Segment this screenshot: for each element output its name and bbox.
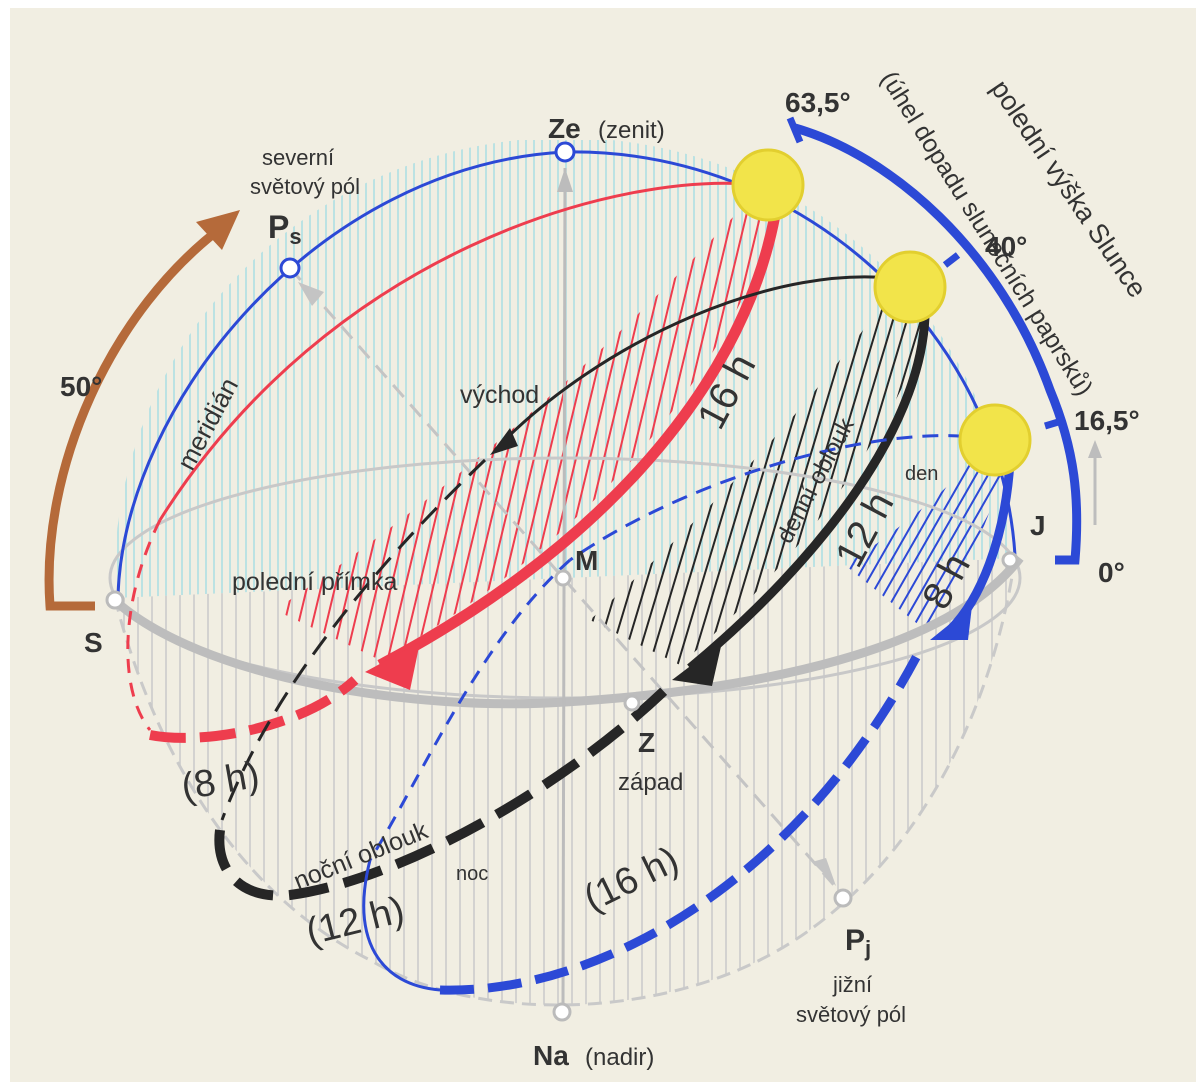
equinox-night-hours: (12 h) bbox=[302, 889, 408, 954]
summer-orbit-back bbox=[158, 181, 761, 521]
south-pole-sub: j bbox=[864, 936, 871, 961]
west-point bbox=[623, 694, 641, 712]
equinox-orbit-hidden bbox=[220, 458, 487, 821]
sun-winter bbox=[958, 403, 1032, 477]
scale-tick-16 bbox=[1043, 416, 1067, 430]
south-point-label: S bbox=[84, 627, 103, 658]
winter-night-arc bbox=[439, 647, 924, 995]
zenith-point bbox=[554, 141, 576, 163]
winter-orbit-hidden-lower bbox=[362, 859, 441, 992]
scale-tick-63 bbox=[786, 116, 804, 144]
scale-tick-40 bbox=[942, 252, 961, 268]
equinox-orbit-back bbox=[493, 275, 906, 452]
nadir-letter: Na bbox=[533, 1040, 569, 1071]
winter-orbit-back bbox=[569, 434, 991, 562]
summer-day-arc bbox=[377, 213, 781, 670]
west-word: západ bbox=[618, 769, 683, 796]
north-pole-point bbox=[279, 257, 301, 279]
center-label: M bbox=[575, 545, 598, 576]
north-pole-letter: Ps bbox=[268, 209, 302, 249]
celestial-axis bbox=[288, 267, 842, 893]
south-pole-line1: jižní bbox=[832, 972, 872, 997]
noon-line-label: polední přímka bbox=[232, 568, 397, 596]
south-direction-arrowhead bbox=[1088, 440, 1102, 458]
south-pole-arrowhead bbox=[812, 858, 836, 886]
angle-zero-label: 0° bbox=[1098, 557, 1125, 588]
east-label: východ bbox=[460, 381, 539, 409]
summer-day-band-hatch bbox=[275, 205, 780, 660]
zenith-axis-arrowhead bbox=[557, 168, 573, 192]
zenith-letter: Ze bbox=[548, 113, 581, 144]
night-word: noc bbox=[456, 863, 488, 885]
angle-min-label: 16,5° bbox=[1074, 405, 1140, 436]
south-pole-point bbox=[833, 888, 853, 908]
hatch-line bbox=[590, 300, 623, 665]
angle-max-label: 63,5° bbox=[785, 87, 851, 118]
day-word: den bbox=[905, 463, 938, 485]
south-dir-point bbox=[1001, 551, 1019, 569]
west-letter: Z bbox=[638, 727, 655, 758]
south-pole-letter: Pj bbox=[845, 924, 871, 961]
sun-summer bbox=[731, 148, 805, 222]
south-dir-label: J bbox=[1030, 510, 1046, 541]
latitude-arc bbox=[44, 221, 228, 611]
south-point-marker bbox=[105, 590, 125, 610]
north-pole-line2: světový pól bbox=[250, 174, 360, 199]
hatch-line bbox=[911, 445, 1010, 630]
celestial-axis-arrowhead bbox=[298, 282, 324, 306]
north-pole-line1: severní bbox=[262, 145, 334, 170]
summer-orbit-hidden bbox=[126, 519, 162, 731]
noon-altitude-scale bbox=[793, 123, 1082, 565]
summer-arc-arrowhead bbox=[365, 642, 420, 690]
south-pole-line2: světový pól bbox=[796, 1002, 906, 1027]
summer-night-arc bbox=[149, 676, 359, 743]
center-point bbox=[554, 569, 572, 587]
nadir-point bbox=[552, 1002, 572, 1022]
latitude-label: 50° bbox=[60, 371, 102, 402]
latitude-arrowhead bbox=[196, 210, 240, 250]
north-pole-sub: s bbox=[289, 224, 301, 249]
winter-arc-arrowhead bbox=[930, 606, 972, 640]
zenith-word: (zenit) bbox=[598, 117, 665, 144]
angle-mid-label: 40° bbox=[985, 231, 1027, 262]
winter-night-hours: (16 h) bbox=[578, 839, 686, 920]
sun-equinox bbox=[873, 250, 947, 324]
noon-altitude-sub: (úhel dopadu slunečních paprsků) bbox=[875, 66, 1098, 400]
equinox-day-arc bbox=[687, 299, 930, 672]
winter-orbit-hidden bbox=[368, 558, 571, 861]
equinox-back-arrowhead bbox=[490, 428, 518, 455]
equinox-night-arc bbox=[214, 686, 669, 901]
zenith-nadir-axis bbox=[561, 167, 567, 1009]
equinox-arc-arrowhead bbox=[672, 642, 722, 686]
nadir-word: (nadir) bbox=[585, 1044, 654, 1071]
